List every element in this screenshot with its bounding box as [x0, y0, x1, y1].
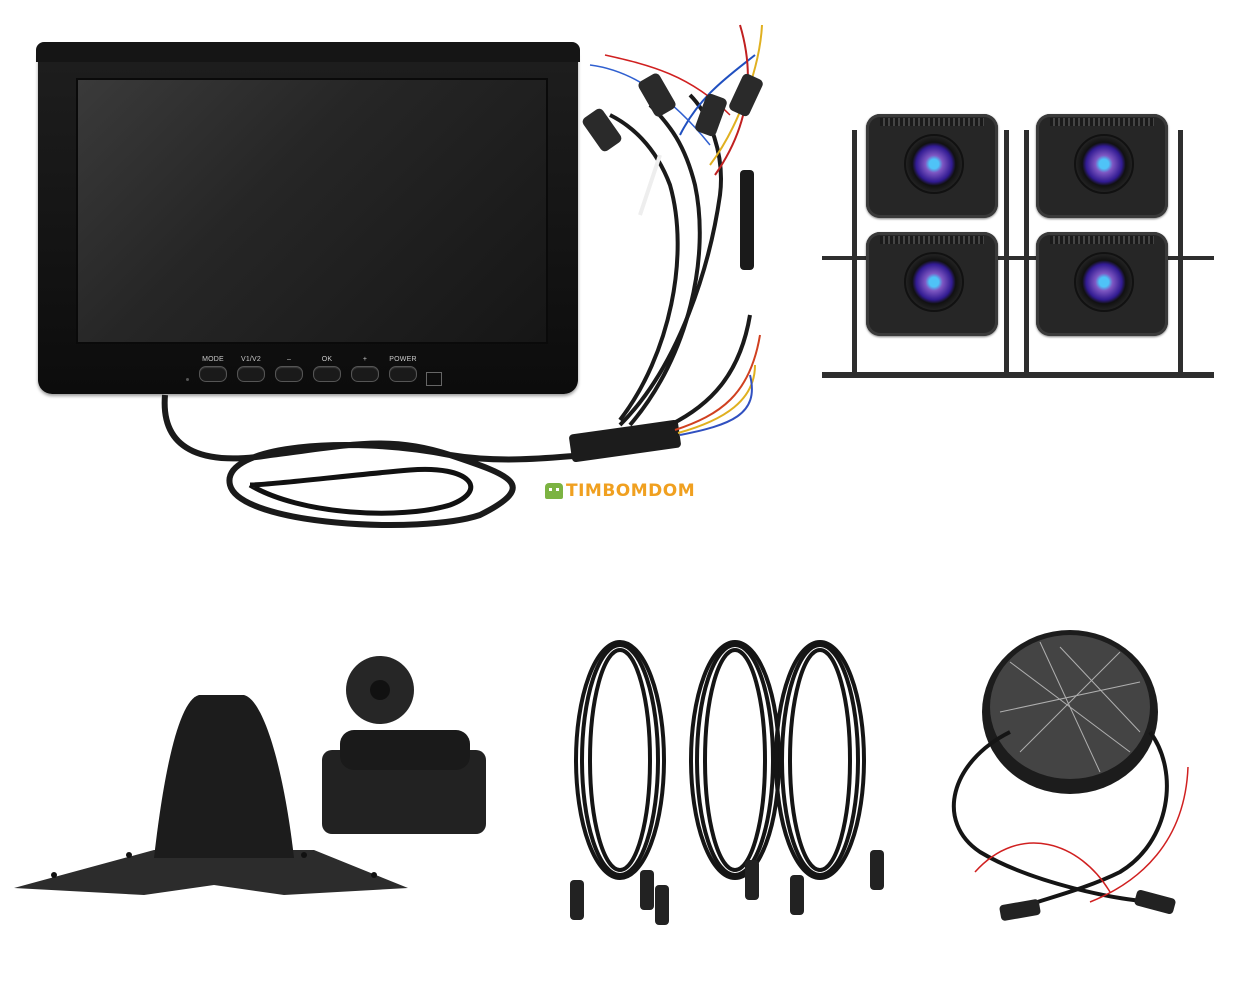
- bracket-arm: [1178, 130, 1183, 375]
- bracket-arm: [1024, 130, 1029, 375]
- power-led: [186, 378, 189, 381]
- camera-2: [1036, 114, 1168, 218]
- minus-button[interactable]: –: [275, 356, 303, 382]
- swivel-mount-icon: [322, 656, 486, 834]
- bracket-arm: [1004, 130, 1009, 375]
- camera-4: [1036, 232, 1168, 336]
- power-button[interactable]: POWER: [389, 356, 417, 382]
- monitor-button-row: MODE V1/V2 – OK + POWER: [199, 356, 417, 382]
- v1-v2-button[interactable]: V1/V2: [237, 356, 265, 382]
- ok-button[interactable]: OK: [313, 356, 341, 382]
- camera-lens-icon: [904, 134, 964, 194]
- monitor-stand-icon: [14, 695, 408, 895]
- camera-lens-icon: [1074, 252, 1134, 312]
- camera-bracket-bar: [822, 256, 1214, 260]
- camera-1: [866, 114, 998, 218]
- camera-lens-icon: [904, 252, 964, 312]
- android-robot-icon: [545, 483, 563, 499]
- bracket-arm: [852, 130, 857, 375]
- camera-3: [866, 232, 998, 336]
- mode-button[interactable]: MODE: [199, 356, 227, 382]
- camera-bracket-base: [822, 372, 1214, 378]
- wiring-harness-icon: [161, 24, 763, 528]
- cable-reel-icon: [952, 630, 1189, 921]
- sun-visor: [36, 42, 580, 62]
- plus-button[interactable]: +: [351, 356, 379, 382]
- extension-cables-icon: [570, 640, 884, 925]
- camera-lens-icon: [1074, 134, 1134, 194]
- monitor-screen: [76, 78, 548, 344]
- car-monitor: MODE V1/V2 – OK + POWER: [36, 42, 580, 394]
- ir-sensor: [426, 372, 442, 386]
- watermark: TIMBOMDOM: [545, 481, 695, 501]
